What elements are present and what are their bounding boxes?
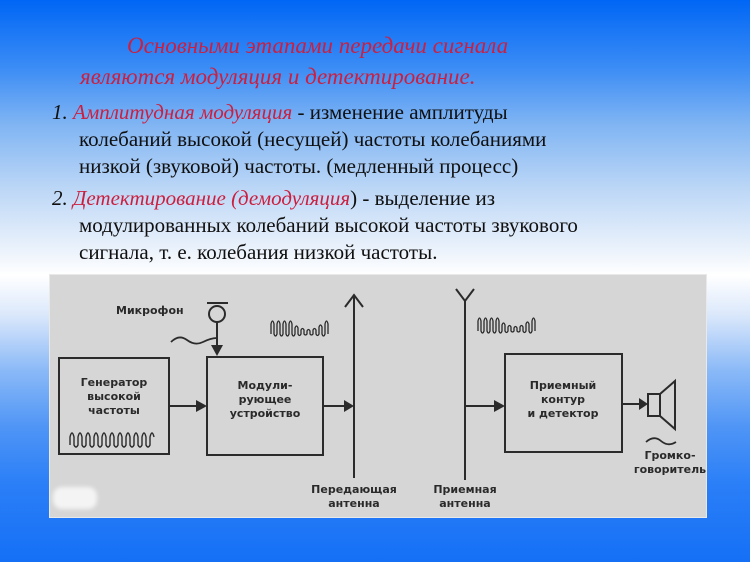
item-number: 1. — [52, 100, 68, 124]
item-number: 2. — [52, 186, 68, 210]
list-item-detection: 2. Детектирование (демодуляция) - выделе… — [52, 185, 722, 266]
label-line: Модули- — [237, 379, 293, 392]
list-item-amplitude-modulation: 1. Амплитудная модуляция - изменение амп… — [52, 99, 722, 180]
label-line: Передающая — [311, 483, 397, 496]
label-receiver: Приемный контур и детектор — [513, 379, 613, 421]
label-microphone: Микрофон — [116, 304, 184, 317]
item-text: ) - выделение из — [350, 186, 496, 210]
radio-transmission-diagram: Микрофон Генератор высокой частоты Модул… — [50, 275, 706, 517]
item-text-line: низкой (звуковой) частоты. (медленный пр… — [79, 154, 519, 178]
label-line: и детектор — [527, 407, 599, 420]
modulated-wave-rx — [477, 317, 536, 334]
label-tx-antenna: Передающая антенна — [308, 483, 400, 511]
audio-wave-speaker — [645, 437, 677, 446]
title-line-1: Основными этапами передачи сигнала — [127, 33, 509, 58]
label-line: Приемный — [529, 379, 597, 392]
item-term: Детектирование (демодуляция — [73, 186, 351, 210]
label-line: антенна — [439, 497, 491, 510]
label-line: контур — [540, 393, 586, 406]
microphone-icon — [208, 305, 226, 323]
label-line: высокой — [87, 390, 141, 403]
item-text-line: колебаний высокой (несущей) частоты коле… — [79, 127, 547, 151]
paper-smudge — [53, 487, 97, 509]
item-term: Амплитудная модуляция — [73, 100, 293, 124]
label-generator: Генератор высокой частоты — [64, 376, 164, 418]
modulated-wave-tx — [270, 320, 329, 337]
item-text-line: модулированных колебаний высокой частоты… — [79, 213, 578, 237]
diagram-drawing — [58, 288, 677, 480]
label-line: Громко- — [644, 449, 696, 462]
label-line: антенна — [328, 497, 380, 510]
label-speaker: Громко- говоритель — [632, 449, 708, 477]
label-line: Приемная — [433, 483, 497, 496]
label-line: Генератор — [80, 376, 148, 389]
speaker-icon — [647, 393, 661, 417]
item-text: - изменение амплитуды — [292, 100, 508, 124]
label-line: устройство — [229, 407, 301, 420]
label-line: частоты — [88, 404, 140, 417]
label-rx-antenna: Приемная антенна — [422, 483, 508, 511]
audio-wave-mic — [170, 336, 218, 345]
carrier-wave — [69, 432, 155, 448]
label-line: говоритель — [633, 463, 707, 476]
label-modulator: Модули- рующее устройство — [215, 379, 315, 421]
title-line-2: являются модуляция и детектирование. — [80, 64, 476, 89]
label-line: рующее — [238, 393, 292, 406]
item-text-line: сигнала, т. е. колебания низкой частоты. — [79, 240, 438, 264]
